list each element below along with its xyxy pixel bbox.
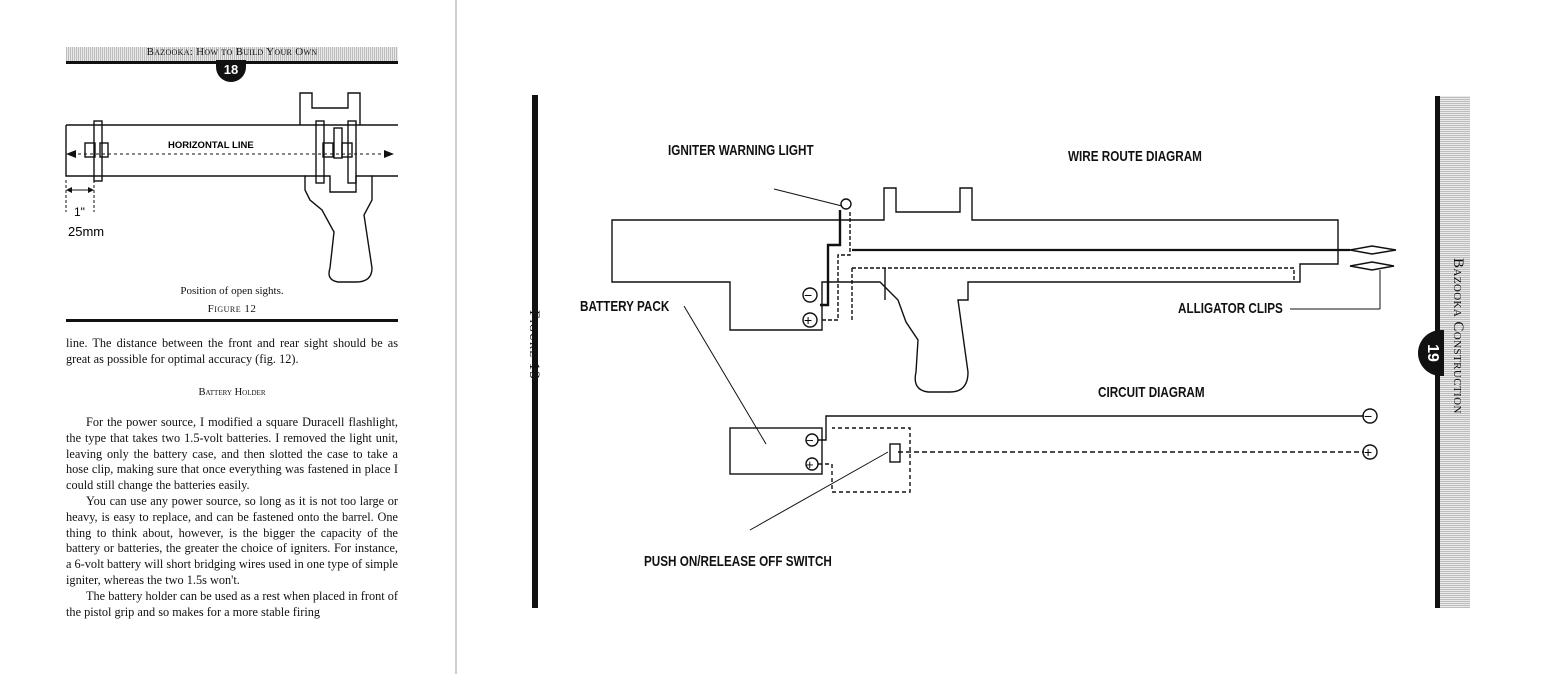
side-running-head-band bbox=[1440, 96, 1470, 608]
paragraph-3: The battery holder can be used as a rest… bbox=[66, 588, 398, 619]
minus-sign-3: − bbox=[1364, 408, 1372, 424]
plus-sign-3: + bbox=[1364, 444, 1372, 460]
circuit-battery bbox=[729, 427, 823, 475]
leader-igniter bbox=[773, 188, 843, 207]
body-paragraphs: For the power source, I modified a squar… bbox=[66, 415, 398, 620]
dashed-wire bbox=[820, 212, 851, 321]
barrel-outline bbox=[65, 124, 398, 177]
plus-sign-2: + bbox=[806, 457, 814, 472]
figure-12-caption: Position of open sights. bbox=[180, 285, 284, 297]
launcher-outline bbox=[611, 187, 1339, 393]
figure-12-drawing: HORIZONTAL LINE 1" 25mm bbox=[65, 92, 398, 283]
figure-12-label: Figure 12 bbox=[207, 303, 257, 315]
front-clip-1 bbox=[315, 120, 325, 184]
igniter-lamp-symbol bbox=[840, 198, 852, 210]
minus-sign-2: − bbox=[806, 433, 814, 448]
negative-terminal bbox=[1362, 408, 1378, 424]
paragraph-2: You can use any power source, so long as… bbox=[66, 493, 398, 587]
figure-13-drawing: − + − + − + bbox=[611, 187, 1397, 531]
running-head: Bazooka: How to Build Your Own bbox=[146, 46, 318, 58]
circuit-positive-line bbox=[818, 427, 911, 493]
running-head-band bbox=[66, 47, 398, 61]
dimension-inch: 1" bbox=[74, 205, 85, 219]
main-wire bbox=[820, 210, 842, 307]
minus-sign-1: − bbox=[804, 287, 812, 303]
figure-12-rule bbox=[66, 319, 398, 322]
front-clip-2 bbox=[347, 120, 357, 184]
dimension-mm: 25mm bbox=[68, 224, 104, 239]
rear-clip bbox=[93, 120, 103, 182]
pistol-grip bbox=[304, 175, 373, 283]
circuit-negative-line bbox=[818, 415, 1364, 441]
page-number-badge: 18 bbox=[216, 60, 246, 82]
positive-terminal bbox=[1362, 444, 1378, 460]
book-gutter bbox=[455, 0, 457, 674]
plus-sign-1: + bbox=[804, 312, 812, 328]
label-battery-pack: BATTERY PACK bbox=[580, 298, 670, 315]
label-wire-route-diagram: WIRE ROUTE DIAGRAM bbox=[1068, 148, 1202, 165]
label-alligator-clips: ALLIGATOR CLIPS bbox=[1178, 300, 1283, 317]
label-circuit-diagram: CIRCUIT DIAGRAM bbox=[1098, 384, 1205, 401]
switch-symbol bbox=[889, 443, 901, 463]
section-heading: Battery Holder bbox=[198, 387, 266, 398]
left-page: Bazooka: How to Build Your Own 18 bbox=[0, 0, 456, 674]
label-push-switch: PUSH ON/RELEASE OFF SWITCH bbox=[644, 553, 832, 570]
side-running-head: Bazooka Construction bbox=[1450, 258, 1466, 414]
leader-switch bbox=[749, 451, 889, 531]
figure-13-side-rule bbox=[532, 95, 538, 608]
front-sight bbox=[299, 92, 361, 125]
page-number-right: 19 bbox=[1423, 344, 1441, 362]
intro-text: line. The distance between the front and… bbox=[66, 336, 398, 366]
label-igniter-warning-light: IGNITER WARNING LIGHT bbox=[668, 142, 814, 159]
alligator-clip-bottom bbox=[1349, 261, 1395, 271]
leader-battery bbox=[683, 305, 767, 445]
horizontal-line-label: HORIZONTAL LINE bbox=[168, 140, 254, 151]
alligator-clip-top bbox=[1349, 245, 1397, 255]
intro-paragraph: line. The distance between the front and… bbox=[66, 336, 398, 368]
paragraph-1: For the power source, I modified a squar… bbox=[66, 415, 398, 493]
